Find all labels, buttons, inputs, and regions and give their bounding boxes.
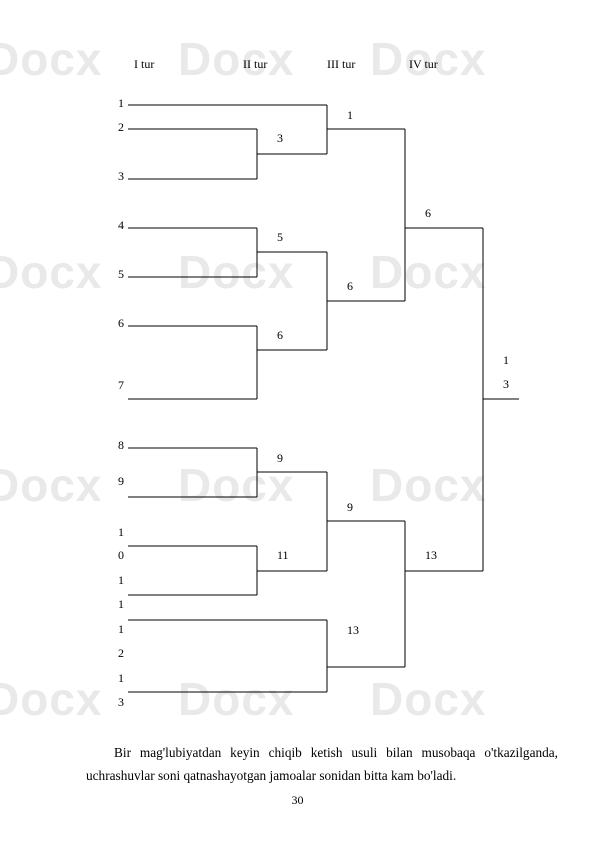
paragraph-line: uchrashuvlar soni qatnashayotgan jamoala…	[86, 768, 457, 783]
watermark-text: Docx	[0, 673, 103, 725]
round-header-3: III tur	[327, 57, 356, 71]
round3-winner: 13	[347, 623, 359, 637]
watermark-text: Docx	[178, 33, 295, 85]
round2-winner: 6	[277, 328, 283, 342]
paragraph-line: Bir mag'lubiyatdan keyin chiqib ketish u…	[114, 745, 558, 760]
seed-label: 7	[118, 378, 124, 392]
seed-label: 1	[118, 622, 124, 636]
watermark-text: Docx	[370, 459, 487, 511]
watermark-text: Docx	[370, 246, 487, 298]
round4-winner: 6	[425, 206, 431, 220]
watermark-text: Docx	[370, 33, 487, 85]
seed-label: 0	[118, 548, 124, 562]
page-number: 30	[291, 793, 304, 807]
seed-label: 3	[118, 169, 124, 183]
round2-winner: 9	[277, 451, 283, 465]
round3-winner: 6	[347, 279, 353, 293]
watermark-text: Docx	[0, 246, 103, 298]
round3-winner: 9	[347, 500, 353, 514]
seed-label: 5	[118, 267, 124, 281]
seed-label: 1	[118, 573, 124, 587]
seed-label: 1	[118, 597, 124, 611]
watermark-text: Docx	[178, 246, 295, 298]
seed-label: 1	[118, 525, 124, 539]
watermark-text: Docx	[0, 459, 103, 511]
round-header-4: IV tur	[409, 57, 438, 71]
watermark-text: Docx	[370, 673, 487, 725]
seed-label: 1	[118, 671, 124, 685]
round2-winner: 3	[277, 131, 283, 145]
seed-label: 4	[118, 218, 124, 232]
seed-label: 3	[118, 695, 124, 709]
seed-label: 9	[118, 474, 124, 488]
seed-label: 8	[118, 438, 124, 452]
round2-winner: 11	[277, 548, 289, 562]
round3-winner: 1	[347, 108, 353, 122]
round-header-2: II tur	[243, 57, 268, 71]
watermark-text: Docx	[178, 459, 295, 511]
seed-label: 2	[118, 646, 124, 660]
final-winner-digit: 3	[503, 377, 509, 391]
round-header-1: I tur	[134, 57, 155, 71]
body-paragraph: Bir mag'lubiyatdan keyin chiqib ketish u…	[86, 741, 558, 787]
seed-label: 1	[118, 96, 124, 110]
watermark-text: Docx	[178, 673, 295, 725]
seed-label: 6	[118, 316, 124, 330]
seed-label: 2	[118, 120, 124, 134]
watermark-text: Docx	[0, 33, 103, 85]
final-winner-digit: 1	[503, 353, 509, 367]
round4-winner: 13	[425, 548, 437, 562]
round2-winner: 5	[277, 230, 283, 244]
